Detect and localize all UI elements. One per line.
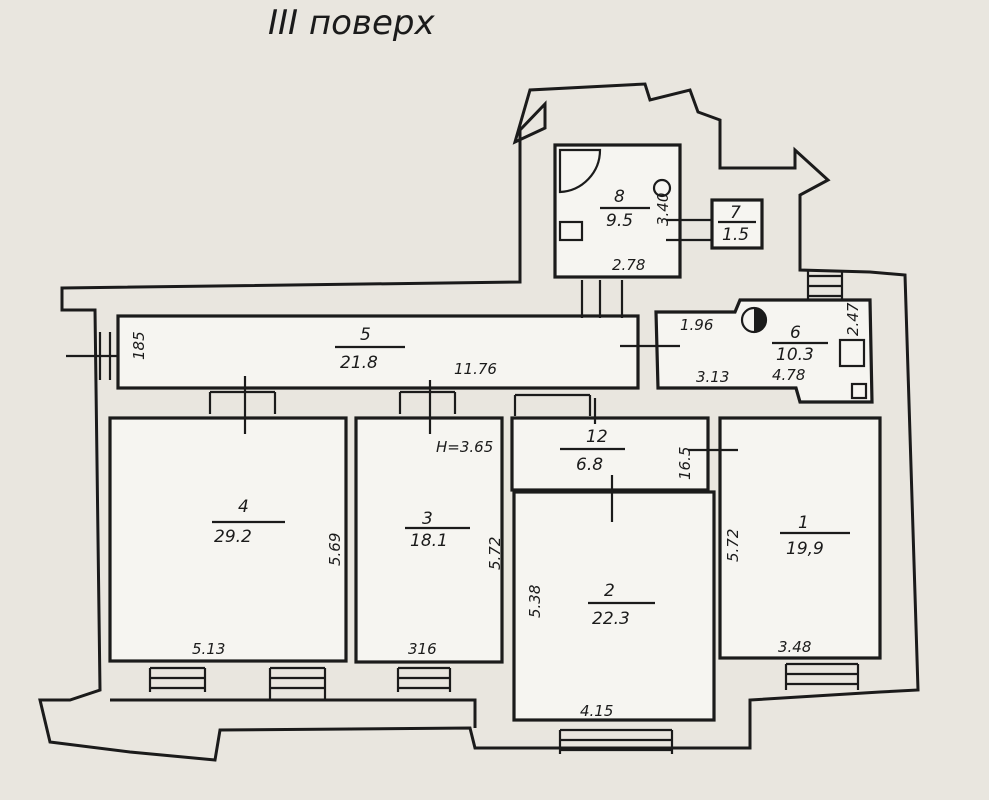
room-6-number: 6 xyxy=(790,323,801,343)
stove-icon xyxy=(838,338,866,368)
room-5-dim-height: 185 xyxy=(130,331,148,360)
room-2-area: 22.3 xyxy=(592,609,630,629)
room-8-label: 8 9.5 3.40 2.78 xyxy=(600,187,672,274)
room-6-dim-length: 4.78 xyxy=(772,366,805,384)
room-7 xyxy=(710,198,764,250)
room-1-area: 19,9 xyxy=(786,539,824,559)
boiler-icon xyxy=(652,178,672,198)
room-2-label: 2 22.3 5.38 4.15 xyxy=(526,581,655,720)
outer-wall xyxy=(38,82,920,762)
room-12-number: 12 xyxy=(586,427,608,447)
room-4 xyxy=(108,416,348,663)
room-4-area: 29.2 xyxy=(214,527,252,547)
room-3-dim-height: 5.72 xyxy=(486,537,504,570)
room-6-area: 10.3 xyxy=(776,345,814,365)
room-6-dim-side: 2.47 xyxy=(844,302,862,336)
room-2 xyxy=(512,490,716,722)
room-5-label: 5 21.8 185 11.76 xyxy=(130,325,497,378)
room-3-dim-width: 316 xyxy=(408,640,437,658)
room-7-area: 1.5 xyxy=(722,225,749,245)
room-6 xyxy=(654,298,874,404)
windows xyxy=(98,270,860,754)
room-4-label: 4 29.2 5.69 5.13 xyxy=(192,497,344,658)
room-12-label: 12 6.8 16.5 xyxy=(560,427,694,480)
sink-icon xyxy=(558,220,584,242)
room-1-label: 1 19,9 5.72 3.48 xyxy=(724,513,850,656)
room-8-dim-height: 3.40 xyxy=(654,193,672,226)
room-1-dim-width: 3.48 xyxy=(778,638,811,656)
plan-title: III поверх xyxy=(268,3,435,43)
vent-icon xyxy=(850,382,868,400)
room-6-dim-top: 1.96 xyxy=(680,316,713,334)
room-2-number: 2 xyxy=(604,581,615,601)
room-12-area: 6.8 xyxy=(576,455,603,475)
room-4-dim-height: 5.69 xyxy=(326,533,344,566)
room-12-dim-height: 16.5 xyxy=(676,447,694,480)
room-5-dim-width: 11.76 xyxy=(454,360,497,378)
door-marks xyxy=(66,218,738,522)
room-4-dim-width: 5.13 xyxy=(192,640,225,658)
room-8-number: 8 xyxy=(614,187,625,207)
room-12 xyxy=(510,416,710,492)
room-1-dim-height: 5.72 xyxy=(724,529,742,562)
room-6-label: 6 10.3 1.96 2.47 3.13 4.78 xyxy=(680,302,862,386)
ceiling-height: H=3.65 xyxy=(436,438,493,456)
room-2-dim-width: 4.15 xyxy=(580,702,613,720)
room-5-corridor xyxy=(116,314,640,390)
room-3-area: 18.1 xyxy=(410,531,448,551)
room-8-area: 9.5 xyxy=(606,211,633,231)
bathtub-icon xyxy=(558,148,602,194)
room-3-label: 3 18.1 5.72 316 xyxy=(405,509,504,658)
gas-meter-fill xyxy=(754,308,766,332)
room-1 xyxy=(718,416,882,660)
room-8 xyxy=(553,143,682,279)
room-6-dim-bottom: 3.13 xyxy=(696,368,729,386)
room-5-number: 5 xyxy=(360,325,371,345)
room-7-label: 7 1.5 xyxy=(718,203,756,245)
room-3-number: 3 xyxy=(422,509,433,529)
room-1-number: 1 xyxy=(798,513,809,533)
room-5-area: 21.8 xyxy=(340,353,378,373)
room-3 xyxy=(354,416,504,664)
balcony-wall xyxy=(110,698,477,728)
room-4-number: 4 xyxy=(238,497,249,517)
room-7-number: 7 xyxy=(730,203,741,223)
room-8-dim-width: 2.78 xyxy=(612,256,645,274)
room-2-dim-height: 5.38 xyxy=(526,585,544,618)
